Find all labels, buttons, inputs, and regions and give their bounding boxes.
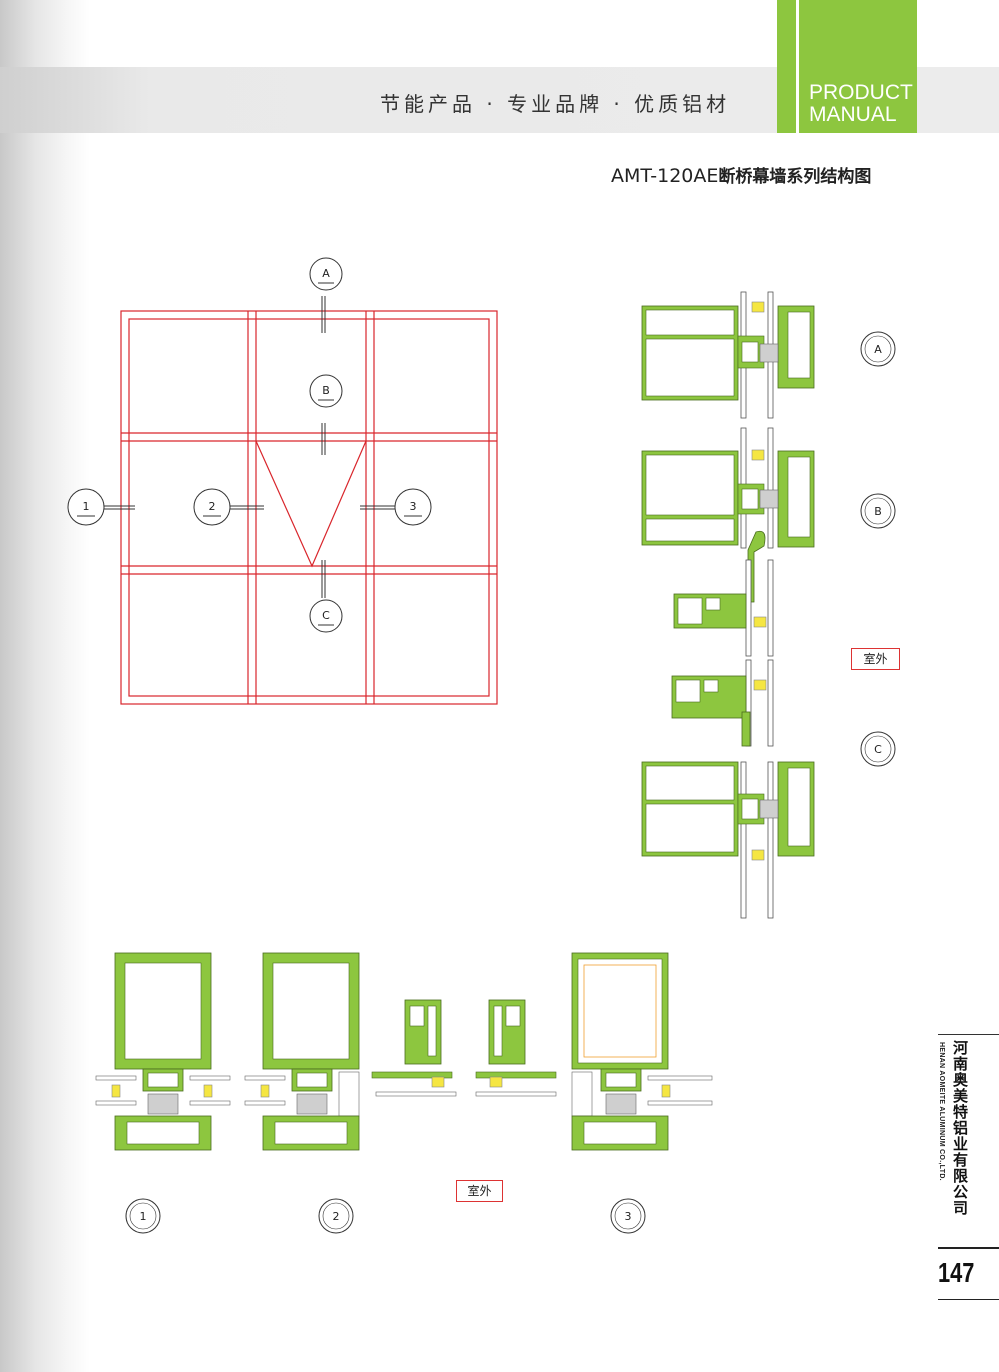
tab-line-manual: MANUAL (809, 103, 897, 126)
header-slogan: 节能产品 · 专业品牌 · 优质铝材 (380, 92, 731, 116)
section-3-profile (571, 952, 713, 1151)
page-number-rule-top (938, 1247, 999, 1249)
section-2-label: 2 (318, 1198, 354, 1234)
marker-2: 2 (193, 488, 231, 526)
section-a-label: A (860, 331, 896, 367)
marker-2-label: 2 (209, 500, 216, 513)
marker-a: A (309, 257, 343, 291)
marker-1: 1 (67, 488, 105, 526)
tab-line-product: PRODUCT (809, 81, 913, 104)
page-title: AMT-120AE断桥幕墙系列结构图 (611, 162, 871, 187)
vent-frame-right (475, 999, 557, 1097)
svg-text:1: 1 (140, 1210, 147, 1223)
svg-text:B: B (874, 505, 882, 518)
page-number-rule-bottom (938, 1299, 999, 1300)
page-number: 147 (938, 1257, 975, 1288)
curtain-wall-elevation: A B C 1 2 3 (67, 257, 498, 705)
section-2-profile (244, 952, 360, 1151)
title-model: AMT-120AE (611, 165, 719, 187)
vertical-section-drawing: A B (641, 291, 896, 919)
company-name-cn: 河南奥美特铝业有限公司 (951, 1040, 969, 1216)
section-c-label: C (860, 731, 896, 767)
horizontal-section-drawing: 1 2 3 (95, 952, 713, 1234)
page-binding-shadow (0, 0, 90, 1372)
svg-text:A: A (874, 343, 882, 356)
marker-c-label: C (322, 609, 330, 622)
section-1-label: 1 (125, 1198, 161, 1234)
vent-frame-left (371, 999, 457, 1097)
marker-3-label: 3 (410, 500, 417, 513)
svg-text:2: 2 (333, 1210, 340, 1223)
marker-3: 3 (394, 488, 432, 526)
outdoor-label-right: 室外 (851, 648, 900, 670)
section-1-profile (95, 952, 231, 1151)
section-c-profile (641, 659, 815, 919)
company-block: HENAN AOMEITE ALUMINUM CO.,LTD. 河南奥美特铝业有… (938, 1034, 999, 1244)
marker-c: C (309, 599, 343, 633)
marker-1-label: 1 (83, 500, 90, 513)
section-b-profile (641, 427, 815, 657)
marker-b: B (309, 374, 343, 408)
section-a-profile (641, 291, 815, 419)
section-3-label: 3 (610, 1198, 646, 1234)
company-name-en: HENAN AOMEITE ALUMINUM CO.,LTD. (938, 1042, 945, 1181)
svg-text:C: C (874, 743, 882, 756)
section-b-label: B (860, 493, 896, 529)
marker-b-label: B (322, 384, 330, 397)
tab-stripe (796, 0, 799, 133)
svg-text:3: 3 (625, 1210, 632, 1223)
title-text: 断桥幕墙系列结构图 (718, 167, 872, 187)
marker-a-label: A (322, 267, 330, 280)
outdoor-label-bottom: 室外 (456, 1180, 503, 1202)
company-rule (938, 1034, 999, 1035)
product-manual-tab: PRODUCT MANUAL (777, 0, 917, 133)
